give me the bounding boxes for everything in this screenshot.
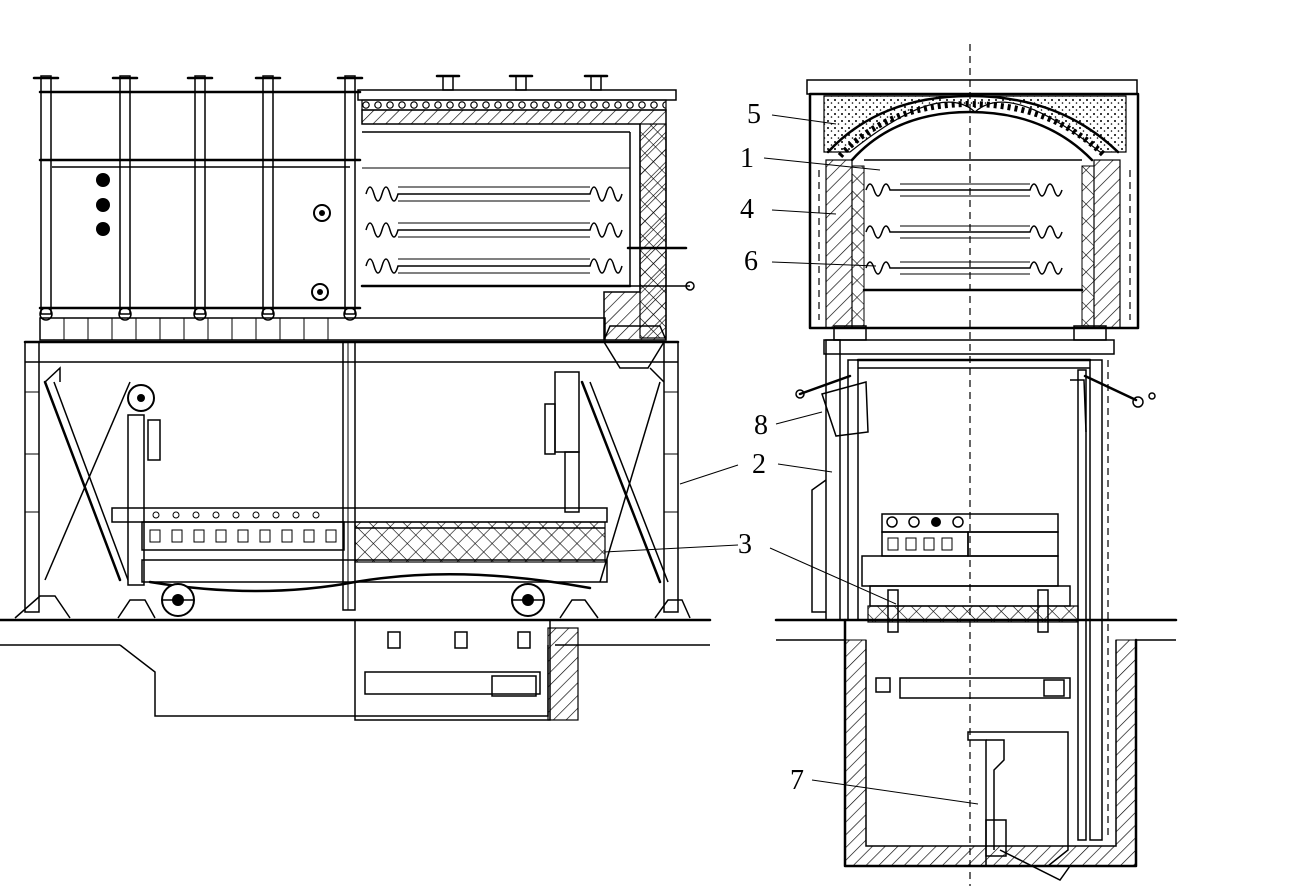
callout-1: 1	[740, 143, 754, 174]
furnace-top-cover	[357, 74, 677, 111]
upper-tie-rods	[32, 75, 364, 321]
cross-section-view	[603, 44, 1178, 886]
callout-6: 6	[744, 246, 758, 277]
callout-8: 8	[754, 410, 768, 441]
callout-7: 7	[790, 765, 804, 796]
lower-frame	[23, 340, 680, 613]
furnace-lining	[360, 109, 667, 341]
longitudinal-section-view	[0, 74, 712, 721]
furnace-casing	[38, 90, 606, 341]
work-tray	[111, 507, 608, 593]
callout-4: 4	[740, 194, 754, 225]
wheels	[14, 583, 691, 619]
side-walls	[818, 159, 1131, 329]
door-drive-assembly	[967, 731, 1071, 881]
callout-5: 5	[747, 99, 761, 130]
discharge-hopper	[603, 325, 667, 369]
callout-labels: 5 1 4 6 8 2 3 7	[738, 99, 804, 796]
cross-top-cover	[806, 79, 1140, 330]
hearth-supports	[823, 325, 1115, 369]
heating-elements-cross	[865, 183, 1063, 275]
heating-elements-long	[365, 186, 695, 291]
door-lift-mechanism	[795, 374, 1156, 437]
winch-mechanism	[127, 371, 580, 586]
cross-bracing	[43, 366, 669, 584]
callout-2: 2	[752, 449, 766, 480]
cross-work-car	[861, 513, 1079, 633]
leader-lines	[603, 114, 979, 805]
callout-3: 3	[738, 529, 752, 560]
cross-foundation-pit	[774, 618, 1178, 868]
floor-and-pit	[0, 618, 712, 721]
